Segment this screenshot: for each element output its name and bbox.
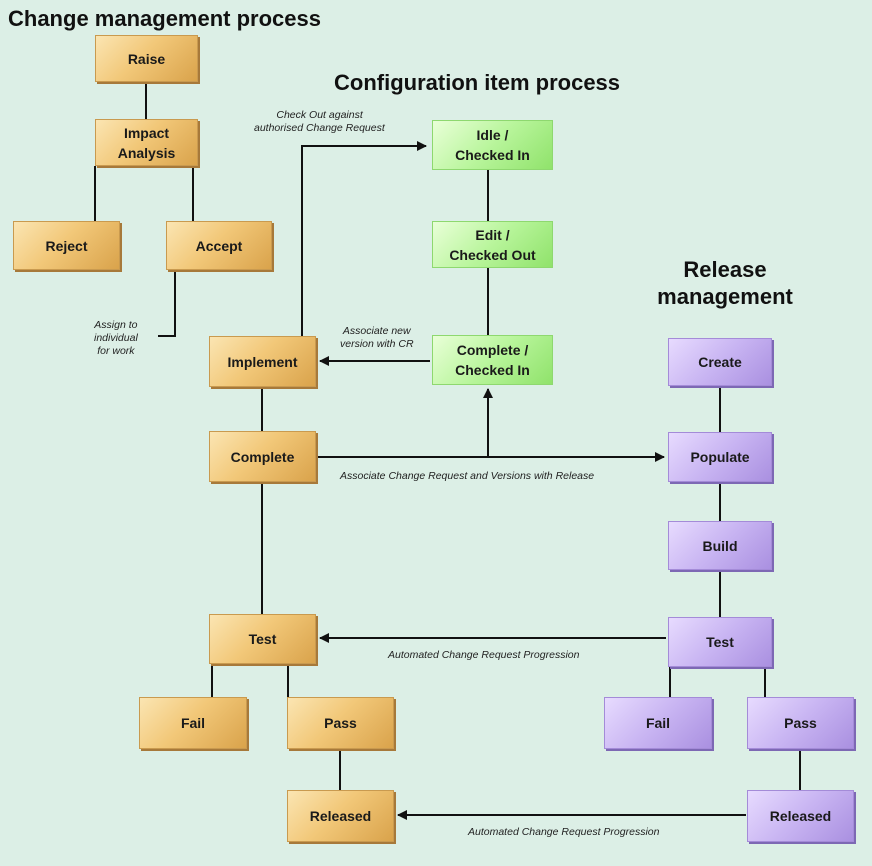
build-label: Build (702, 537, 738, 554)
release-title-line2: management (657, 284, 793, 309)
create-label: Create (698, 354, 742, 370)
node-complete-checked-in[interactable]: Complete / Checked In (432, 335, 553, 385)
release-released-label: Released (769, 808, 832, 824)
note-checkout-line1: Check Out against (276, 109, 363, 121)
complete-label: Complete (230, 448, 295, 465)
node-released[interactable]: Released (287, 790, 394, 842)
node-accept[interactable]: Accept (166, 221, 272, 270)
populate-label: Populate (690, 449, 750, 465)
accept-label: Accept (195, 237, 243, 254)
idle-label-line1: Idle / (476, 127, 509, 143)
idle-label-line2: Checked In (455, 147, 530, 163)
test-label: Test (248, 631, 277, 647)
note-assign-line1: Assign to (94, 319, 138, 331)
node-test[interactable]: Test (209, 614, 316, 664)
node-implement[interactable]: Implement (209, 336, 316, 387)
note-associate-line2: version with CR (340, 338, 414, 350)
node-populate[interactable]: Populate (668, 432, 772, 482)
node-create[interactable]: Create (668, 338, 772, 386)
reject-label: Reject (45, 237, 88, 254)
release-fail-label: Fail (645, 715, 671, 731)
node-impact-analysis[interactable]: Impact Analysis (95, 119, 198, 166)
node-release-fail[interactable]: Fail (604, 697, 712, 749)
release-management-title: Release management (640, 256, 810, 310)
change-management-title: Change management process (8, 6, 321, 31)
release-test-label: Test (706, 634, 734, 650)
node-release-released[interactable]: Released (747, 790, 854, 842)
note-checkout: Check Out against authorised Change Requ… (254, 109, 385, 135)
node-release-test[interactable]: Test (668, 617, 772, 667)
release-title-line1: Release (683, 257, 767, 282)
impact-label-line2: Analysis (117, 144, 176, 161)
note-checkout-line2: authorised Change Request (254, 122, 385, 134)
node-raise[interactable]: Raise (95, 35, 198, 82)
note-test-progression: Automated Change Request Progression (388, 649, 580, 661)
edit-label-line2: Checked Out (449, 246, 536, 263)
pass-label: Pass (324, 715, 357, 731)
config-complete-label-line2: Checked In (455, 362, 530, 378)
node-idle-checked-in[interactable]: Idle / Checked In (432, 120, 553, 170)
note-assign: Assign to individual for work (94, 319, 138, 358)
node-complete[interactable]: Complete (209, 431, 316, 482)
implement-label: Implement (227, 353, 298, 370)
configuration-item-title: Configuration item process (334, 70, 621, 95)
config-complete-label-line1: Complete / (456, 342, 529, 358)
node-release-pass[interactable]: Pass (747, 697, 854, 749)
node-edit-checked-out[interactable]: Edit / Checked Out (432, 221, 553, 268)
node-build[interactable]: Build (668, 521, 772, 570)
line-accept-assign (158, 270, 176, 337)
note-released-progression: Automated Change Request Progression (468, 826, 660, 838)
released-label: Released (309, 808, 372, 824)
raise-label: Raise (127, 50, 166, 67)
fail-label: Fail (180, 715, 206, 731)
note-assign-line2: individual (94, 332, 138, 344)
note-associate-line1: Associate new (342, 325, 411, 337)
impact-label-line1: Impact (123, 124, 170, 141)
node-fail[interactable]: Fail (139, 697, 247, 749)
note-associate-version: Associate new version with CR (340, 325, 414, 351)
release-pass-label: Pass (784, 715, 817, 731)
node-reject[interactable]: Reject (13, 221, 120, 270)
node-pass[interactable]: Pass (287, 697, 394, 749)
note-associate-release: Associate Change Request and Versions wi… (340, 470, 595, 482)
edit-label-line1: Edit / (475, 226, 510, 243)
note-assign-line3: for work (97, 345, 135, 357)
arrow-checkout (301, 141, 427, 336)
